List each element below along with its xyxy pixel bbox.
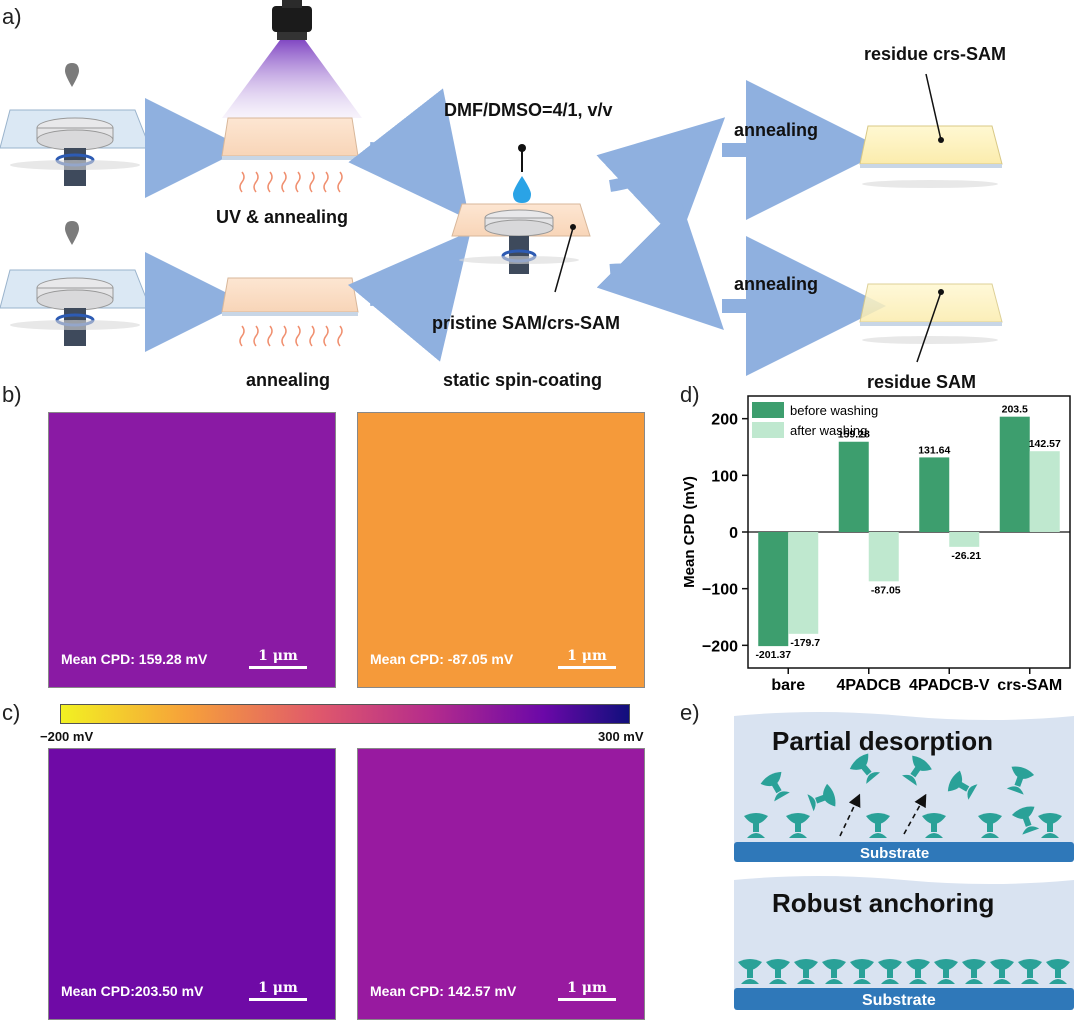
substrate-label-bottom: Substrate	[862, 992, 936, 1009]
panel-d-label: d)	[680, 382, 700, 407]
spin-coater-bottom-icon	[0, 221, 151, 346]
panel-b-label: b)	[2, 382, 22, 407]
data-label: 159.28	[838, 429, 870, 441]
x-tick-label: crs-SAM	[997, 677, 1062, 694]
data-label: -179.7	[790, 637, 820, 649]
bar	[1029, 451, 1060, 532]
data-label: -87.05	[871, 584, 901, 596]
solvent-drop-icon	[513, 176, 531, 203]
cpd-map-b-right: Mean CPD: -87.05 mV 1 μm	[357, 412, 645, 688]
map-caption: Mean CPD: -87.05 mV	[370, 651, 514, 667]
legend-label: before washing	[790, 403, 878, 418]
uv-lamp-icon	[222, 0, 362, 118]
legend-swatch	[752, 422, 784, 438]
panel-a-label: a)	[2, 4, 22, 29]
map-caption: Mean CPD:203.50 mV	[61, 983, 204, 999]
curved-arrow-icon	[596, 117, 726, 243]
x-tick-label: 4PADCB	[836, 677, 901, 694]
bar	[838, 441, 869, 532]
panel-e-label: e)	[680, 700, 700, 725]
y-tick-label: 200	[711, 412, 738, 429]
scale-bar: 1 μm	[558, 648, 616, 669]
bar	[788, 532, 819, 634]
curved-arrow-icon	[347, 231, 471, 362]
scale-bar-label: 1 μm	[567, 648, 607, 664]
curved-arrow-icon	[348, 88, 470, 220]
data-label: -26.21	[951, 550, 981, 562]
schematic-e	[734, 712, 1074, 1010]
substrate-label-top: Substrate	[860, 845, 930, 862]
label-annealing-left: annealing	[246, 370, 331, 390]
label-pristine: pristine SAM/crs-SAM	[432, 313, 621, 333]
substrate-top	[734, 842, 1074, 862]
bar	[949, 532, 980, 547]
cpd-map-c-left: Mean CPD:203.50 mV 1 μm	[48, 748, 336, 1020]
map-caption: Mean CPD: 142.57 mV	[370, 983, 517, 999]
label-annealing-bottom: annealing	[734, 274, 819, 294]
scale-bar-label: 1 μm	[258, 980, 298, 996]
label-residue-crs: residue crs-SAM	[864, 44, 1007, 64]
panel-a-scheme	[0, 0, 1003, 376]
title-partial-desorption: Partial desorption	[772, 726, 994, 756]
label-static-spin: static spin-coating	[443, 370, 603, 390]
x-tick-label: bare	[771, 677, 805, 694]
data-label: 131.64	[918, 444, 950, 456]
scale-bar-label: 1 μm	[258, 648, 298, 664]
heat-waves-icon	[239, 325, 343, 347]
colorbar-min-label: −200 mV	[40, 729, 94, 744]
curved-arrow-icon	[596, 202, 724, 330]
label-annealing-top: annealing	[734, 120, 819, 140]
data-label: 203.5	[1002, 404, 1028, 416]
bar	[868, 532, 899, 582]
label-residue-sam: residue SAM	[867, 372, 977, 392]
y-tick-label: −200	[702, 638, 738, 655]
scale-bar: 1 μm	[249, 648, 307, 669]
data-label: -201.37	[755, 649, 791, 661]
legend-swatch	[752, 402, 784, 418]
scale-bar: 1 μm	[558, 980, 616, 1001]
spin-coater-top-icon	[0, 63, 151, 186]
title-robust-anchoring: Robust anchoring	[772, 888, 995, 918]
label-solvent: DMF/DMSO=4/1, v/v	[444, 100, 613, 120]
map-caption: Mean CPD: 159.28 mV	[61, 651, 208, 667]
heat-waves-icon	[239, 171, 343, 193]
bar	[758, 532, 789, 647]
bar	[999, 416, 1030, 532]
y-axis-label: Mean CPD (mV)	[681, 476, 698, 588]
y-tick-label: −100	[702, 582, 738, 599]
x-tick-label: 4PADCB-V	[909, 677, 990, 694]
cpd-map-b-left: Mean CPD: 159.28 mV 1 μm	[48, 412, 336, 688]
data-label: 142.57	[1029, 438, 1061, 450]
colorbar-max-label: 300 mV	[598, 729, 644, 744]
y-tick-label: 100	[711, 468, 738, 485]
cpd-map-c-right: Mean CPD: 142.57 mV 1 μm	[357, 748, 645, 1020]
bar	[919, 457, 950, 532]
y-tick-label: 0	[729, 525, 738, 542]
label-uv-annealing: UV & annealing	[216, 207, 349, 227]
color-scale-bar	[60, 704, 630, 724]
scale-bar-label: 1 μm	[567, 980, 607, 996]
scale-bar: 1 μm	[249, 980, 307, 1001]
legend-label: after washing	[790, 423, 867, 438]
substrate-bottom	[734, 988, 1074, 1010]
panel-c-label: c)	[2, 700, 21, 725]
